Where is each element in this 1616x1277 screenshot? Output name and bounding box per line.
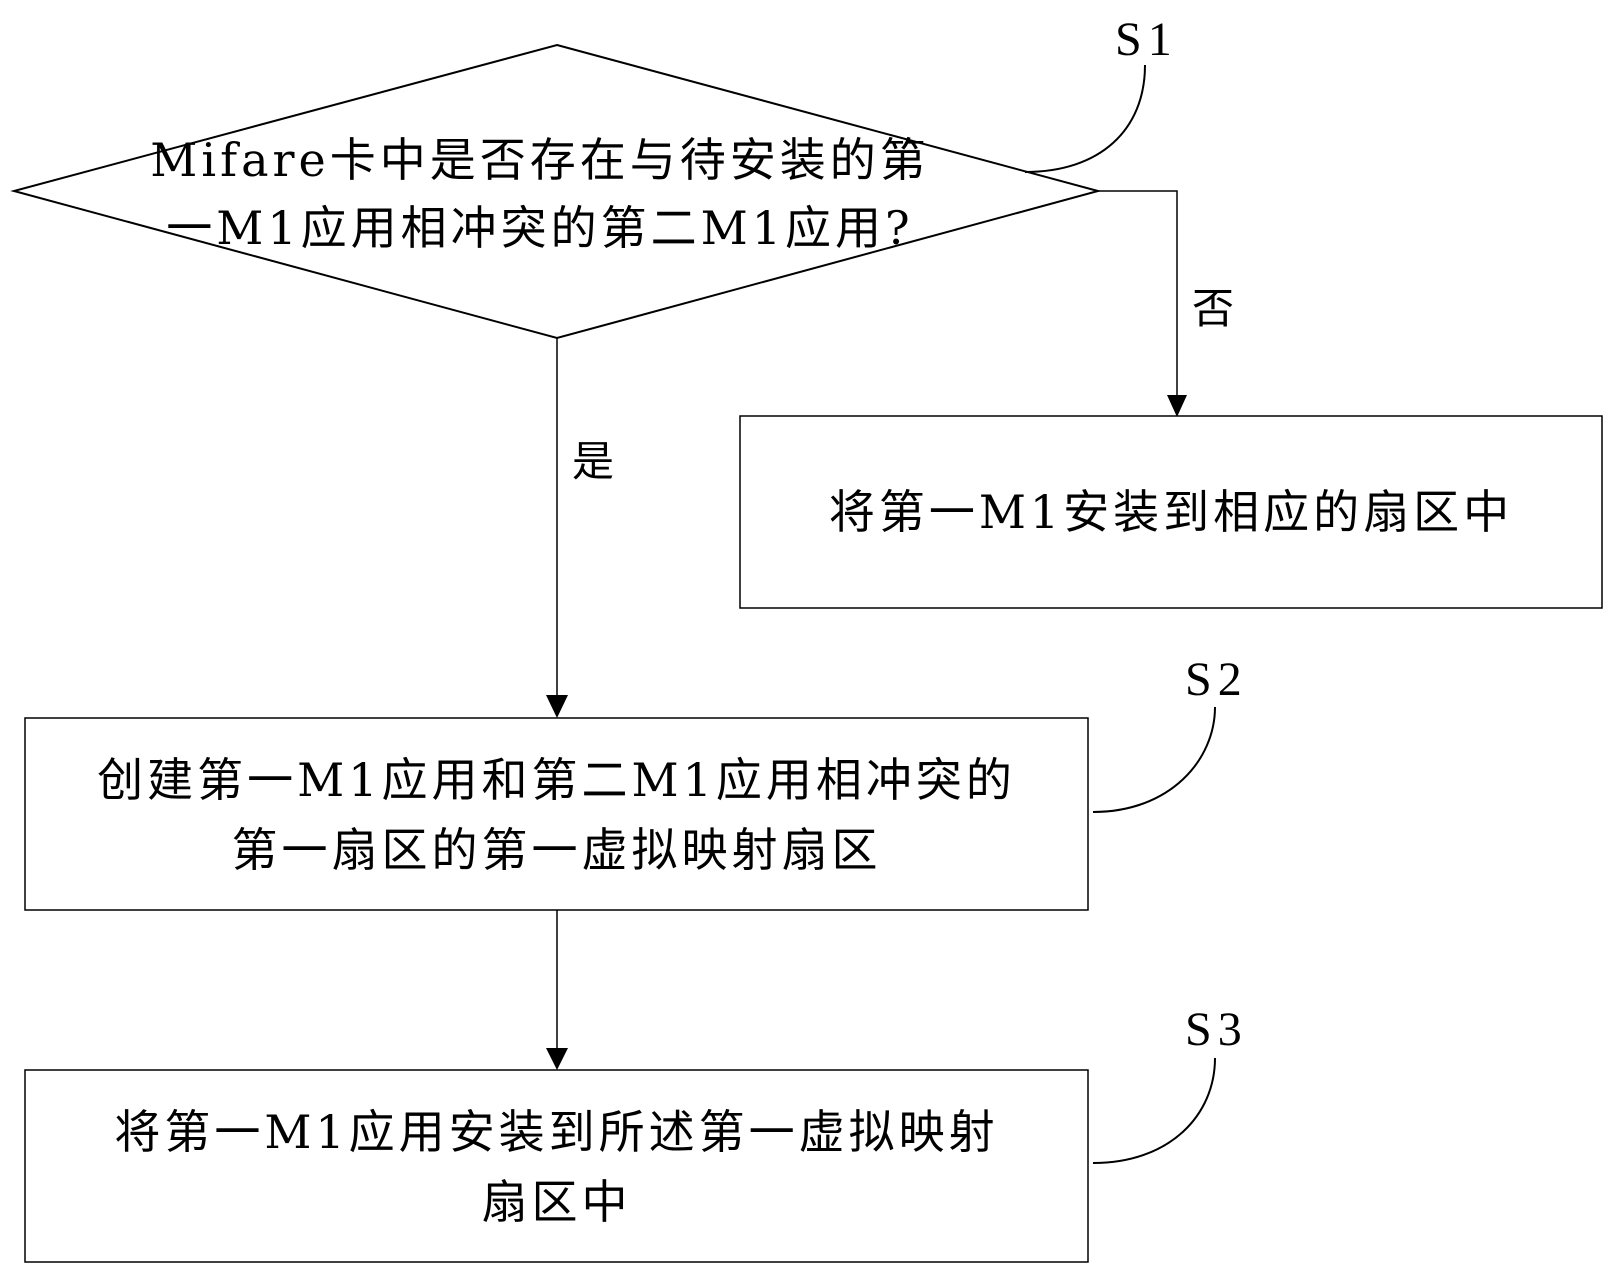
step-label-s1: S1 bbox=[1115, 13, 1178, 66]
s3-leader-line bbox=[1092, 1057, 1216, 1164]
step-label-s2: S2 bbox=[1185, 653, 1248, 706]
install-to-virtual-sector-box bbox=[24, 1069, 1089, 1263]
s2-to-s3-arrowhead bbox=[546, 1048, 568, 1070]
s1-leader-line bbox=[1024, 64, 1146, 173]
no-branch-connector bbox=[1098, 190, 1178, 395]
yes-branch-arrowhead bbox=[546, 695, 568, 718]
branch-label-yes: 是 bbox=[572, 437, 615, 486]
no-branch-arrowhead bbox=[1167, 395, 1187, 417]
branch-label-no: 否 bbox=[1192, 284, 1235, 333]
s3-text-line-2: 扇区中 bbox=[481, 1175, 632, 1229]
step-label-s3: S3 bbox=[1185, 1003, 1248, 1056]
s3-text-line-1: 将第一M1应用安装到所述第一虚拟映射 bbox=[114, 1105, 999, 1159]
install-sector-text: 将第一M1安装到相应的扇区中 bbox=[828, 485, 1514, 539]
decision-text-line-2: 一M1应用相冲突的第二M1应用? bbox=[166, 201, 914, 255]
install-sector-box bbox=[739, 415, 1603, 609]
s2-text-line-2: 第一扇区的第一虚拟映射扇区 bbox=[231, 823, 882, 877]
create-virtual-sector-box bbox=[24, 717, 1089, 911]
s2-leader-line bbox=[1092, 706, 1216, 813]
decision-text-line-1: Mifare卡中是否存在与待安装的第 bbox=[150, 133, 930, 187]
s2-text-line-1: 创建第一M1应用和第二M1应用相冲突的 bbox=[97, 753, 1016, 807]
